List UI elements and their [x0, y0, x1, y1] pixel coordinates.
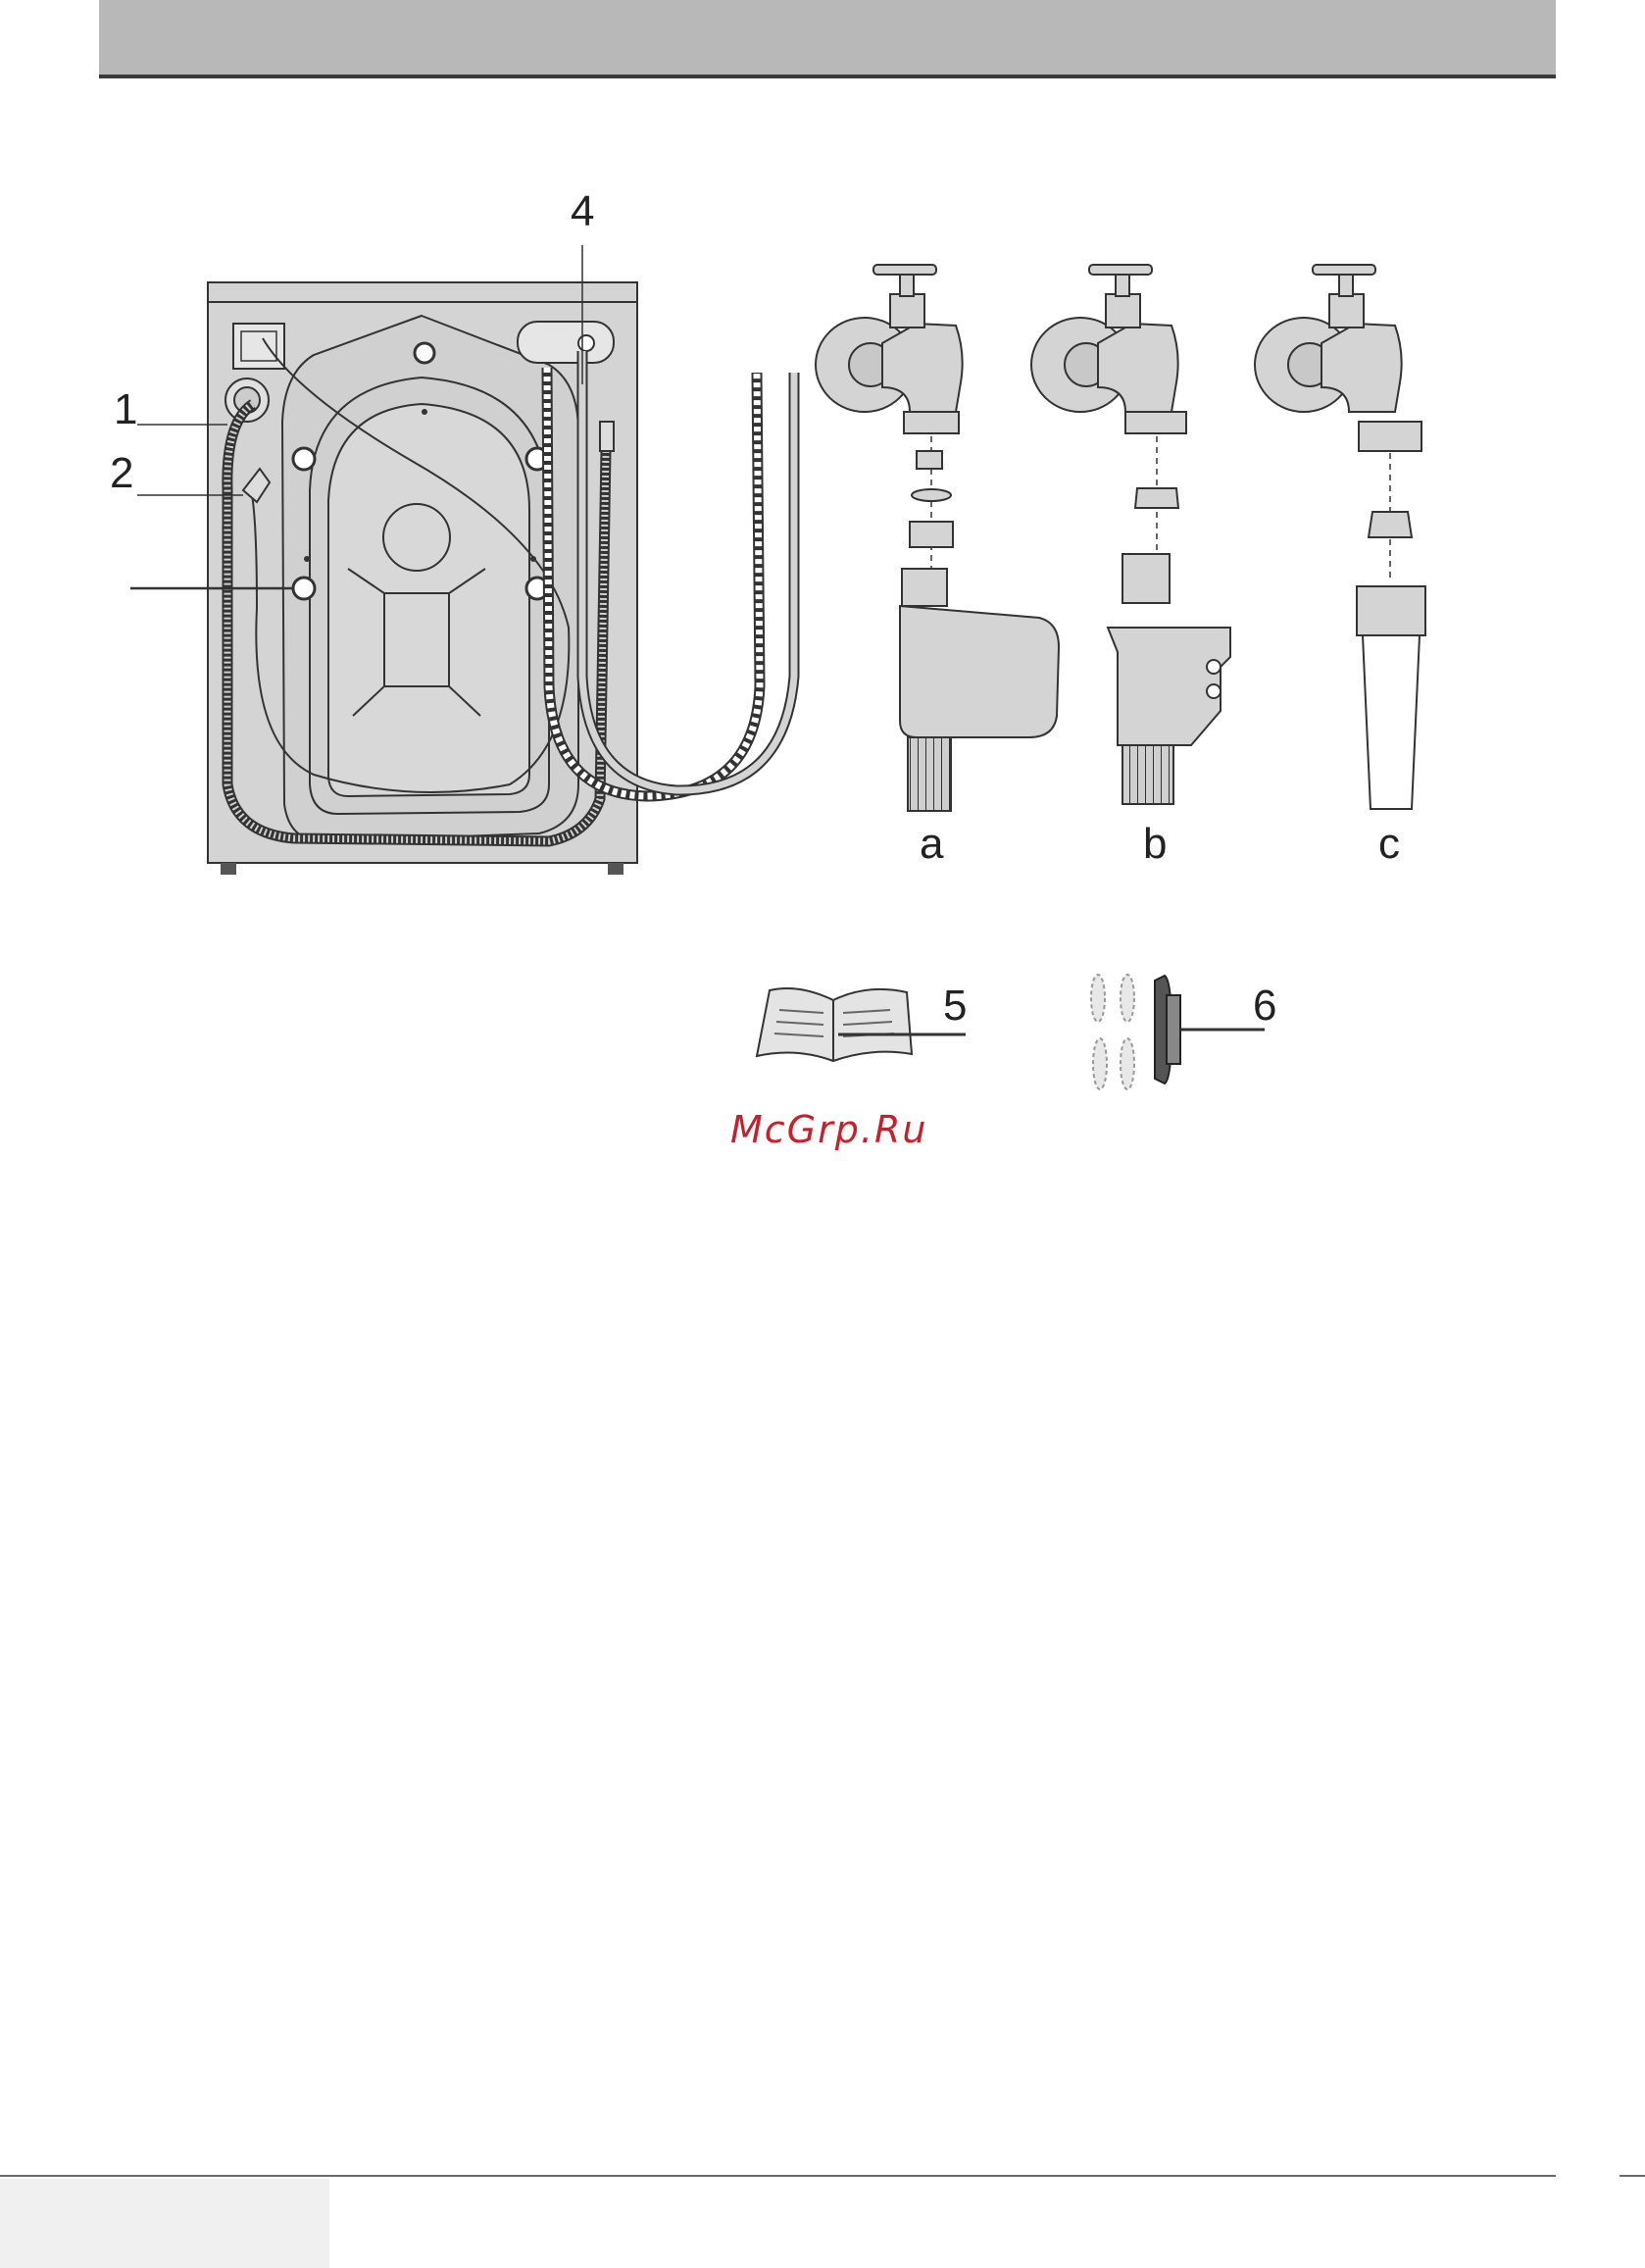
tap-variant-b	[1031, 265, 1230, 804]
watermark: McGrp.Ru	[730, 1108, 926, 1151]
callout-6: 6	[1253, 982, 1276, 1030]
tap-variant-c	[1255, 265, 1425, 809]
manual-booklet	[757, 988, 966, 1061]
tap-variant-a	[816, 265, 1059, 811]
installation-figure: 1 2 4 a b	[0, 0, 1645, 1177]
transport-plugs	[1091, 975, 1265, 1089]
footer-box	[0, 2179, 329, 2268]
variant-b-label: b	[1143, 820, 1167, 868]
variant-c-label: c	[1378, 820, 1400, 868]
washing-machine-rear	[130, 245, 794, 875]
callout-4: 4	[571, 187, 594, 235]
footer-rule	[0, 2175, 1556, 2177]
callout-5: 5	[943, 982, 967, 1030]
callout-2: 2	[110, 449, 133, 497]
variant-a-label: a	[920, 820, 944, 868]
callout-1: 1	[114, 385, 137, 433]
footer-rule-right	[1620, 2175, 1645, 2177]
